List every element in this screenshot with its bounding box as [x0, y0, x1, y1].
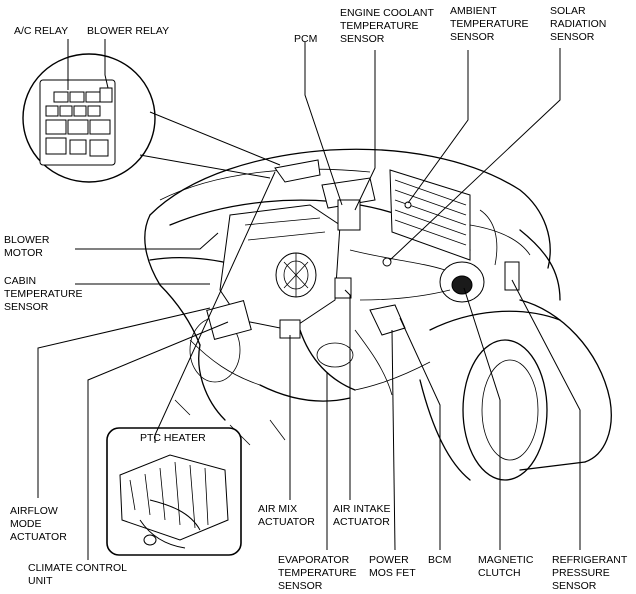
leader-bcm: [399, 317, 441, 550]
leader-lines: [37, 39, 581, 560]
label-ptc-heater: PTC HEATER: [140, 432, 206, 444]
leader-ambient: [407, 50, 469, 204]
label-engine-coolant-temperature-sensor: ENGINE COOLANT TEMPERATURE SENSOR: [340, 7, 437, 45]
leader-airflow-mode: [37, 307, 211, 498]
label-evaporator-temperature-sensor: EVAPORATOR TEMPERATURE SENSOR: [278, 554, 359, 592]
label-ambient-temperature-sensor: AMBIENT TEMPERATURE SENSOR: [450, 5, 531, 43]
label-bcm: BCM: [428, 554, 451, 566]
condenser: [389, 169, 471, 261]
label-power-mos-fet: POWER MOS FET: [369, 554, 416, 579]
label-climate-control-unit: CLIMATE CONTROL UNIT: [28, 562, 130, 587]
leader-engine-coolant: [354, 50, 376, 211]
label-blower-relay: BLOWER RELAY: [87, 25, 169, 37]
component-labels: A/C RELAY BLOWER RELAY PCM ENGINE COOLAN…: [4, 5, 630, 592]
leader-power-mos-fet: [391, 329, 396, 551]
magnetic-clutch-pulley: [451, 275, 473, 295]
label-pcm: PCM: [294, 33, 317, 45]
leader-refrigerant-pressure: [511, 279, 581, 550]
leader-pcm: [304, 42, 343, 206]
label-air-intake-actuator: AIR INTAKE ACTUATOR: [333, 503, 394, 528]
hvac-unit: [206, 204, 352, 341]
leader-blower-motor: [75, 232, 219, 250]
receiver-drier: [504, 261, 520, 291]
label-ac-relay: A/C RELAY: [14, 25, 68, 37]
leader-solar: [389, 48, 561, 261]
leader-climate-control: [87, 321, 229, 560]
leader-air-intake: [344, 289, 351, 500]
label-solar-radiation-sensor: SOLAR RADIATION SENSOR: [550, 5, 609, 43]
leader-magnetic-clutch: [463, 287, 501, 550]
label-airflow-mode-actuator: AIRFLOW MODE ACTUATOR: [10, 505, 67, 543]
label-cabin-temperature-sensor: CABIN TEMPERATURE SENSOR: [4, 275, 85, 313]
label-refrigerant-pressure-sensor: REFRIGERANT PRESSURE SENSOR: [552, 554, 630, 592]
label-air-mix-actuator: AIR MIX ACTUATOR: [258, 503, 315, 528]
leader-blower-relay: [104, 39, 109, 89]
ptc-heater-inset: [106, 427, 242, 556]
relay-box-inset: [22, 53, 281, 183]
label-magnetic-clutch: MAGNETIC CLUTCH: [478, 554, 536, 579]
engine-bay-components: [274, 159, 520, 336]
pcm-unit: [337, 199, 361, 231]
label-blower-motor: BLOWER MOTOR: [4, 234, 52, 259]
leader-ptc-heater-inset: [154, 171, 276, 443]
